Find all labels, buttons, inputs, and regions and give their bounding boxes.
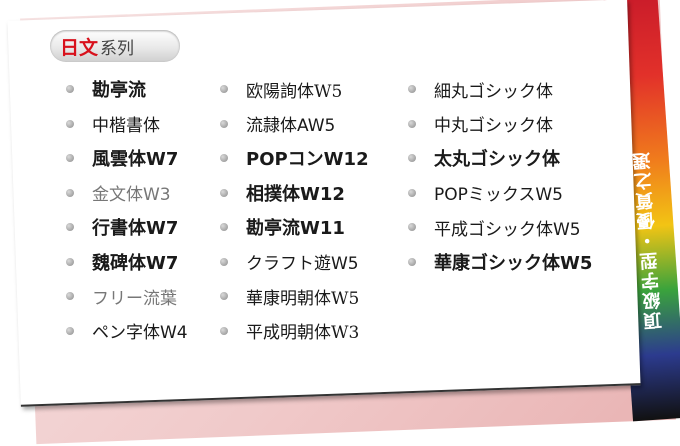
font-list-item: POPミックスW5 [408, 176, 592, 211]
bullet-icon [220, 223, 228, 232]
font-list-item: POPコンW12 [220, 141, 369, 176]
font-name-label: 行書体W7 [92, 218, 179, 240]
font-list-item: 華康ゴシック体W5 [408, 245, 592, 280]
font-name-label: 勘亭流W11 [246, 218, 345, 240]
font-list-item: 細丸ゴシック体 [408, 72, 592, 107]
font-name-label: 中丸ゴシック体 [434, 116, 553, 137]
font-list-item: 魏碑体W7 [66, 245, 188, 280]
font-list-item: 風雲体W7 [66, 141, 188, 176]
font-list-item: 金文体W3 [66, 176, 188, 211]
font-list-item: 行書体W7 [66, 210, 188, 245]
bullet-icon [408, 223, 416, 232]
bullet-icon [66, 257, 74, 266]
font-list-item: 華康明朝体W5 [220, 279, 369, 314]
badge-sub-text: 系列 [100, 38, 135, 59]
font-column-1: 勘亭流中楷書体風雲体W7 金文体W3 行書体W7 魏碑体W7 フリー流葉ペン字体W4 [66, 72, 188, 348]
font-list-item: クラフト遊W5 [220, 245, 369, 280]
bullet-icon [66, 223, 74, 232]
font-name-label: 金文体W3 [92, 185, 171, 206]
font-list-item: フリー流葉 [66, 279, 188, 314]
bullet-icon [66, 154, 74, 163]
font-name-label: ペン字体W4 [92, 323, 188, 344]
font-column-3: 細丸ゴシック体中丸ゴシック体太丸ゴシック体 POPミックスW5 平成ゴシック体W5 華… [408, 72, 592, 279]
font-list-item: 勘亭流 [66, 72, 188, 107]
bullet-icon [220, 188, 228, 197]
font-name-label: 平成ゴシック体W5 [434, 219, 581, 240]
font-name-label: 華康明朝体W5 [246, 288, 360, 309]
bullet-icon [408, 154, 416, 163]
font-list-item: 中楷書体 [66, 107, 188, 142]
font-name-label: 平成明朝体W3 [246, 323, 360, 344]
font-list-item: 中丸ゴシック体 [408, 107, 592, 142]
font-list-item: ペン字体W4 [66, 314, 188, 349]
font-name-label: 魏碑体W7 [92, 252, 179, 274]
category-badge: 日文 系列 [50, 30, 180, 62]
bullet-icon [408, 257, 416, 266]
badge-main-text: 日文 [60, 36, 99, 59]
font-list-item: 勘亭流W11 [220, 210, 369, 245]
font-name-label: 中楷書体 [92, 116, 160, 137]
bullet-icon [220, 154, 228, 163]
font-name-label: フリー流葉 [92, 288, 177, 309]
font-name-label: POPミックスW5 [434, 185, 563, 206]
bullet-icon [220, 85, 228, 94]
font-list-item: 相撲体W12 [220, 176, 369, 211]
bullet-icon [220, 119, 228, 128]
font-name-label: 風雲体W7 [92, 149, 179, 171]
bullet-icon [66, 326, 74, 335]
bullet-icon [66, 188, 74, 197]
bullet-icon [408, 188, 416, 197]
font-name-label: クラフト遊W5 [246, 254, 359, 275]
font-list-item: 欧陽詢体W5 [220, 72, 369, 107]
font-list-item: 平成明朝体W3 [220, 314, 369, 349]
font-name-label: 相撲体W12 [246, 183, 345, 205]
font-list-item: 平成ゴシック体W5 [408, 210, 592, 245]
font-name-label: 欧陽詢体W5 [246, 81, 343, 102]
font-name-label: 細丸ゴシック体 [434, 81, 553, 102]
bullet-icon [408, 119, 416, 128]
bullet-icon [220, 292, 228, 301]
bullet-icon [66, 119, 74, 128]
font-name-label: 華康ゴシック体W5 [434, 252, 593, 274]
bullet-icon [66, 292, 74, 301]
card-content: 日文 系列 勘亭流中楷書体風雲体W7 金文体W3 行書体W7 魏碑体W7 フリー流葉ペン… [14, 10, 634, 394]
font-name-label: POPコンW12 [246, 149, 369, 171]
bullet-icon [220, 326, 228, 335]
bullet-icon [408, 85, 416, 94]
font-list-item: 流隷体AW5 [220, 107, 369, 142]
font-name-label: 勘亭流 [92, 80, 146, 102]
font-name-label: 流隷体AW5 [246, 116, 336, 137]
font-list-item: 太丸ゴシック体 [408, 141, 592, 176]
bullet-icon [66, 85, 74, 94]
bullet-icon [220, 257, 228, 266]
font-name-label: 太丸ゴシック体 [434, 149, 560, 171]
